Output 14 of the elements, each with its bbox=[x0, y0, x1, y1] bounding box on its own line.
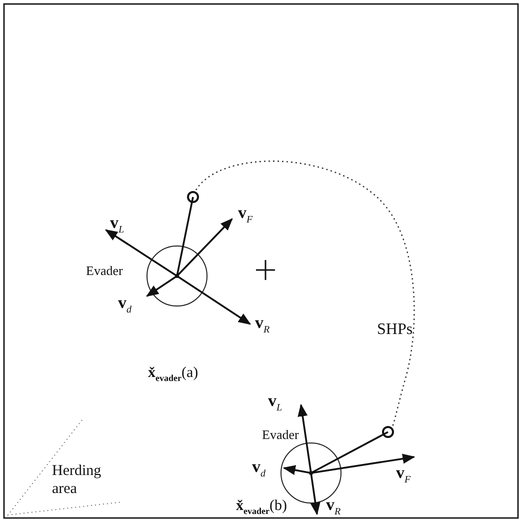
vector-label: v$_{L}$ bbox=[268, 392, 282, 414]
text-label: Evader bbox=[86, 264, 123, 277]
vector-label: v$_{R}$ bbox=[255, 314, 270, 336]
vector-label: v$_{F}$ bbox=[238, 204, 253, 226]
position-label: x̌$_{evader}$(b) bbox=[236, 499, 287, 516]
text-label: Herding area bbox=[52, 462, 102, 498]
vector-label: v$_{L}$ bbox=[110, 214, 124, 236]
text-label: SHPs bbox=[377, 322, 413, 338]
vector-label: v$_{R}$ bbox=[326, 496, 341, 518]
text-label: Evader bbox=[262, 428, 299, 441]
position-label: x̌$_{evader}$(a) bbox=[148, 366, 198, 383]
vector-label: v$_{F}$ bbox=[396, 464, 411, 486]
vector-label: v$_{d}$ bbox=[118, 294, 132, 316]
vector-label: v$_{d}$ bbox=[252, 458, 266, 480]
